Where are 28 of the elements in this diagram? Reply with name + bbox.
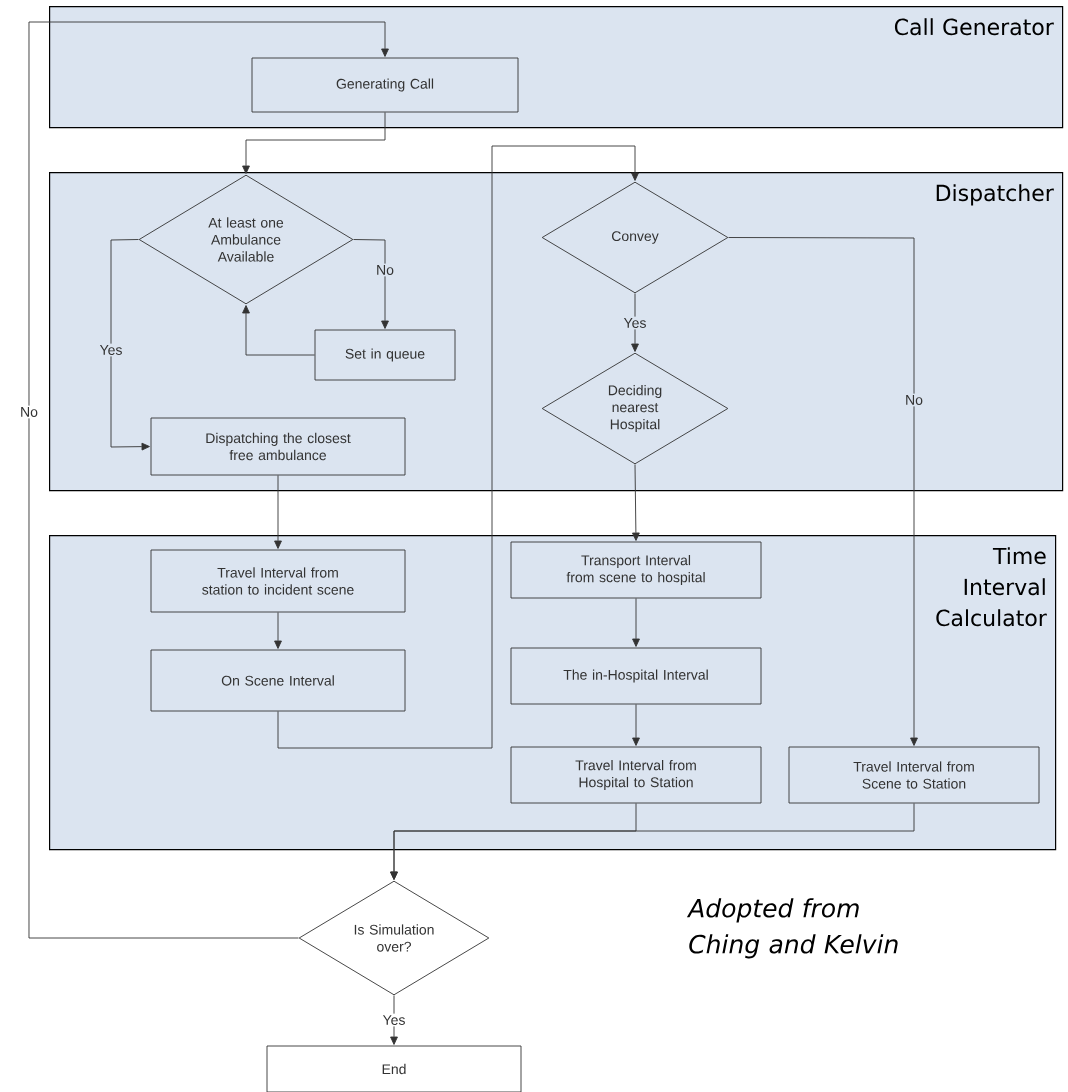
process-box: On Scene Interval (150, 649, 406, 712)
arrow (632, 598, 640, 647)
arrow (28, 21, 389, 939)
arrow (353, 239, 389, 329)
arrow (728, 237, 918, 746)
process-box: Travel Interval from station to incident scene (150, 549, 406, 613)
arrow (631, 293, 639, 352)
arrow (274, 612, 282, 649)
process-box: Travel Interval from Hospital to Station (510, 746, 762, 804)
arrow (242, 305, 315, 356)
process-box: Generating Call (251, 57, 519, 113)
process-box: Transport Interval from scene to hospital (510, 541, 762, 599)
arrow (277, 145, 639, 749)
process-box: End (266, 1045, 522, 1092)
edge-label: Yes (381, 1013, 407, 1027)
arrow (632, 704, 640, 746)
arrow (632, 464, 640, 541)
process-box: Set in queue (314, 329, 456, 381)
arrow (390, 995, 398, 1045)
arrow (274, 475, 282, 549)
process-box: Dispatching the closest free ambulance (150, 417, 406, 476)
caption: Adopted from Ching and Kelvin (686, 898, 898, 959)
arrow (110, 239, 150, 451)
arrow (242, 112, 386, 174)
edge-label: No (18, 405, 40, 419)
process-box: The in-Hospital Interval (510, 647, 762, 705)
arrow (390, 803, 915, 880)
process-box: Travel Interval from Scene to Station (788, 746, 1040, 804)
